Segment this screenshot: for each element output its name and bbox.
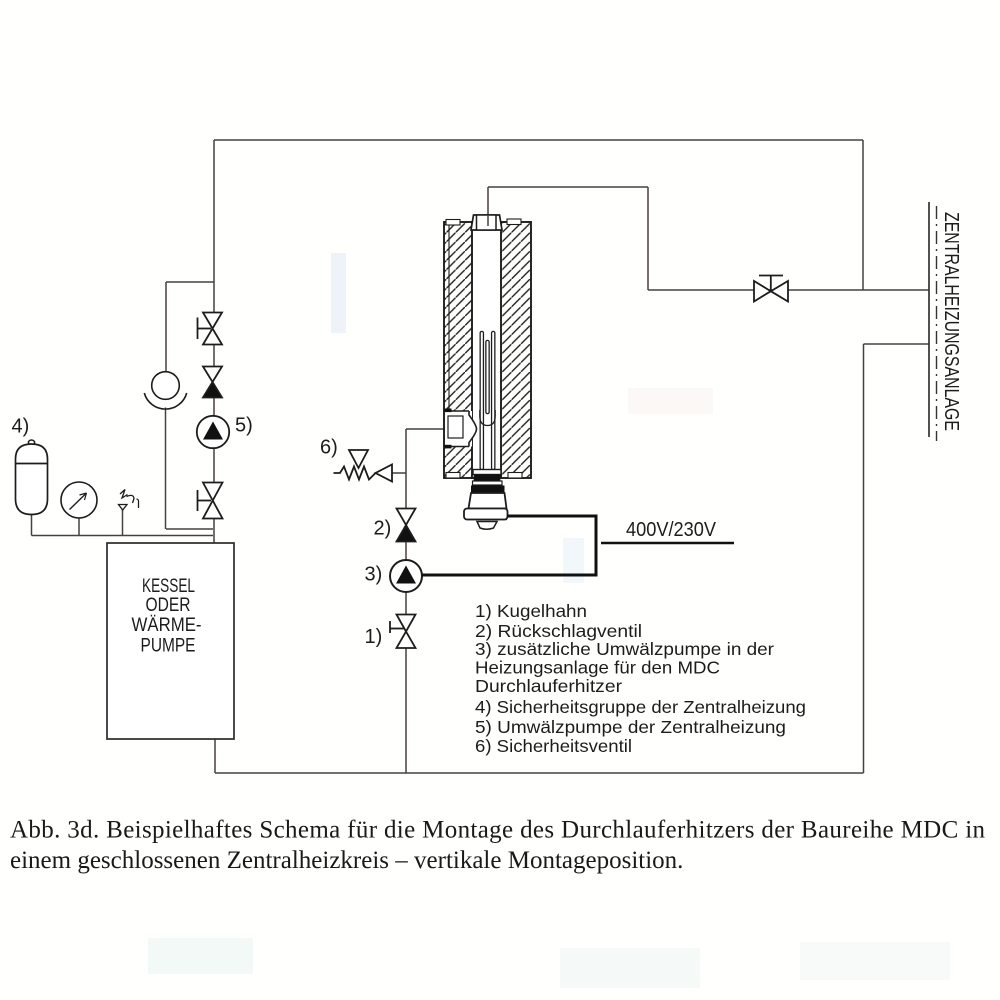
svg-text:1): 1) [365,626,383,648]
svg-text:ZENTRALHEIZUNGSANLAGE: ZENTRALHEIZUNGSANLAGE [940,212,962,431]
svg-text:3) zusätzliche Umwälzpumpe in: 3) zusätzliche Umwälzpumpe in der [475,639,774,659]
svg-text:2) Rückschlagventil: 2) Rückschlagventil [475,621,642,641]
svg-text:5) Umwälzpumpe der Zentralheiz: 5) Umwälzpumpe der Zentralheizung [475,717,786,737]
svg-text:WÄRME-: WÄRME- [132,615,202,636]
svg-text:6) Sicherheitsventil: 6) Sicherheitsventil [475,736,632,756]
svg-text:einem geschlossenen Zentralhei: einem geschlossenen Zentralheizkreis – v… [10,847,683,874]
svg-text:4): 4) [12,416,30,438]
svg-text:ODER: ODER [146,595,191,616]
svg-text:PUMPE: PUMPE [141,636,196,657]
svg-text:4) Sicherheitsgruppe der Zentr: 4) Sicherheitsgruppe der Zentralheizung [475,697,806,717]
svg-text:3): 3) [365,564,383,586]
svg-text:Durchlauferhitzer: Durchlauferhitzer [475,676,622,696]
svg-text:Heizungsanlage für den MDC: Heizungsanlage für den MDC [475,657,720,677]
svg-text:5): 5) [235,415,253,437]
svg-text:Abb. 3d. Beispielhaftes Schema: Abb. 3d. Beispielhaftes Schema für die M… [10,817,986,844]
svg-text:KESSEL: KESSEL [142,576,195,597]
svg-text:6): 6) [320,437,338,459]
svg-text:2): 2) [374,518,392,540]
svg-text:400V/230V: 400V/230V [626,519,717,541]
svg-text:1) Kugelhahn: 1) Kugelhahn [475,601,587,621]
